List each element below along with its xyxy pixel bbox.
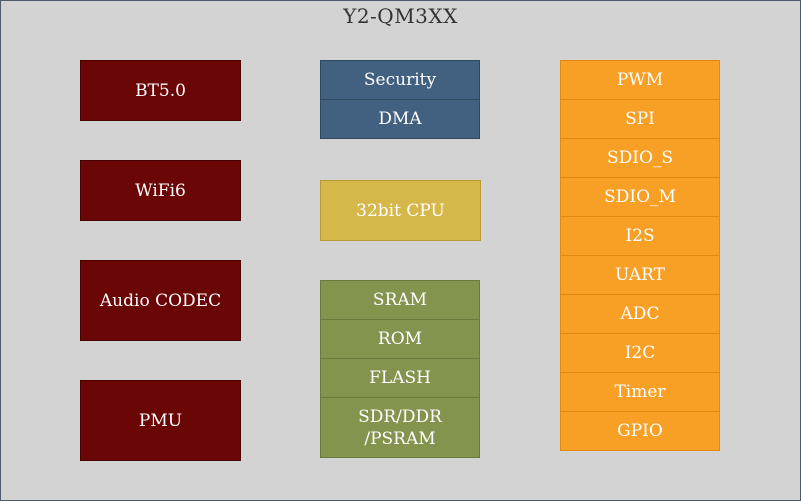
wifi6-block: WiFi6 [80, 160, 241, 221]
i2c-block: I2C [560, 333, 720, 373]
gpio-block: GPIO [560, 411, 720, 451]
i2s-block: I2S [560, 216, 720, 256]
diagram-title: Y2-QM3XX [343, 4, 458, 28]
dma-block: DMA [320, 99, 480, 139]
sdio-m-block: SDIO_M [560, 177, 720, 217]
security-stack: Security DMA [320, 60, 480, 139]
memory-stack: SRAM ROM FLASH SDR/DDR /PSRAM [320, 280, 480, 458]
timer-block: Timer [560, 372, 720, 412]
pmu-block: PMU [80, 380, 241, 461]
pwm-block: PWM [560, 60, 720, 100]
sdio-s-block: SDIO_S [560, 138, 720, 178]
adc-block: ADC [560, 294, 720, 334]
flash-block: FLASH [320, 358, 480, 398]
uart-block: UART [560, 255, 720, 295]
security-block: Security [320, 60, 480, 100]
peripheral-stack: PWM SPI SDIO_S SDIO_M I2S UART ADC I2C T… [560, 60, 720, 451]
spi-block: SPI [560, 99, 720, 139]
rom-block: ROM [320, 319, 480, 359]
cpu-block: 32bit CPU [320, 180, 481, 241]
audio-codec-block: Audio CODEC [80, 260, 241, 341]
sram-block: SRAM [320, 280, 480, 320]
sdr-ddr-psram-block: SDR/DDR /PSRAM [320, 397, 480, 458]
bt50-block: BT5.0 [80, 60, 241, 121]
